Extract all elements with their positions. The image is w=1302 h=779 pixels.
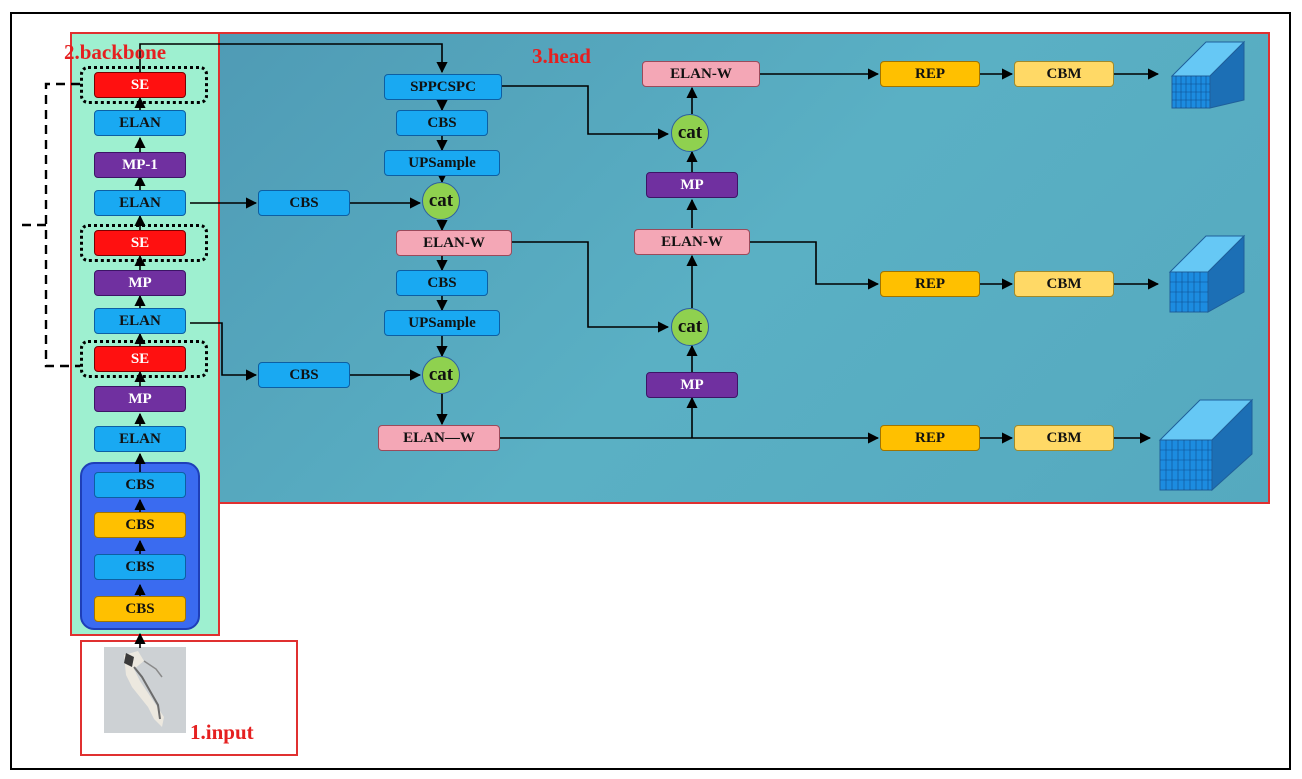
se-highlight-box — [80, 340, 208, 378]
backbone-elan-block: ELAN — [94, 110, 186, 136]
se-highlight-box — [80, 224, 208, 262]
output-tensor-small-icon — [1158, 398, 1254, 492]
se-highlight-box — [80, 66, 208, 104]
backbone-mp1-block: MP-1 — [94, 152, 186, 178]
figure-frame — [10, 12, 1291, 770]
elanw-block: ELAN-W — [396, 230, 512, 256]
backbone-se-block: SE — [94, 72, 186, 98]
head-title: 3.head — [532, 44, 591, 68]
backbone-mp-block: MP — [94, 270, 186, 296]
input-title: 1.input — [190, 720, 254, 744]
cbm-block: CBM — [1014, 425, 1114, 451]
upsample-block: UPSample — [384, 310, 500, 336]
cbm-block: CBM — [1014, 61, 1114, 87]
lateral-cbs-block: CBS — [258, 362, 350, 388]
backbone-elan-block: ELAN — [94, 190, 186, 216]
elanw-block: ELAN-W — [642, 61, 760, 87]
sppcspc-block: SPPCSPC — [384, 74, 502, 100]
output-tensor-medium-icon — [1168, 234, 1246, 313]
backbone-elan-block: ELAN — [94, 308, 186, 334]
stem-cbs-block: CBS — [94, 554, 186, 580]
concat-node: cat — [422, 356, 460, 394]
lateral-cbs-block: CBS — [258, 190, 350, 216]
head-mp-block: MP — [646, 172, 738, 198]
rep-block: REP — [880, 425, 980, 451]
stem-cbs-block: CBS — [94, 472, 186, 498]
backbone-se-block: SE — [94, 346, 186, 372]
backbone-title: 2.backbone — [64, 40, 167, 64]
backbone-se-block: SE — [94, 230, 186, 256]
input-crack-image — [104, 647, 186, 733]
head-cbs-block: CBS — [396, 110, 488, 136]
stem-cbs-block: CBS — [94, 512, 186, 538]
backbone-elan-block: ELAN — [94, 426, 186, 452]
head-cbs-block: CBS — [396, 270, 488, 296]
elanw-block: ELAN-W — [634, 229, 750, 255]
concat-node: cat — [422, 182, 460, 220]
rep-block: REP — [880, 271, 980, 297]
cbm-block: CBM — [1014, 271, 1114, 297]
output-tensor-large-icon — [1170, 40, 1246, 109]
head-mp-block: MP — [646, 372, 738, 398]
upsample-block: UPSample — [384, 150, 500, 176]
concat-node: cat — [671, 308, 709, 346]
rep-block: REP — [880, 61, 980, 87]
concat-node: cat — [671, 114, 709, 152]
elanw-block: ELAN—W — [378, 425, 500, 451]
stem-cbs-block: CBS — [94, 596, 186, 622]
backbone-mp-block: MP — [94, 386, 186, 412]
